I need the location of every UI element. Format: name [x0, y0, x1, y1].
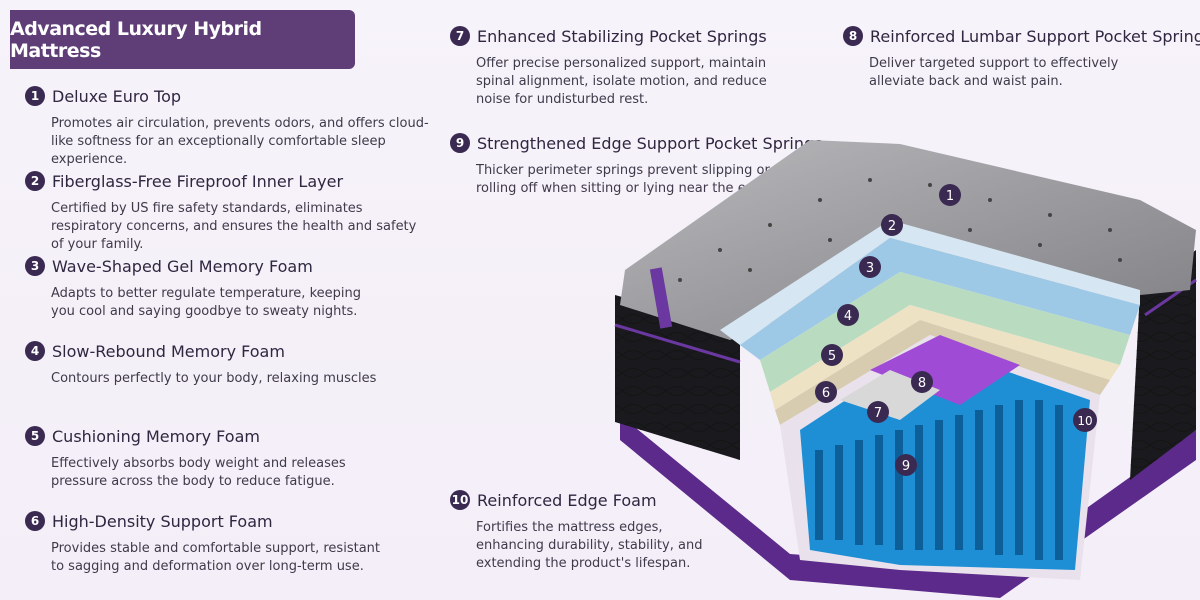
callout-8: 8: [911, 371, 933, 393]
layer-gel-foam: [740, 238, 1140, 360]
number-badge: 9: [450, 133, 470, 153]
callout-1: 1: [939, 184, 961, 206]
feature-1: 1 Deluxe Euro Top Promotes air circulatio…: [25, 86, 445, 169]
feature-6: 6 High-Density Support Foam Provides stab…: [25, 511, 445, 576]
feature-3: 3 Wave-Shaped Gel Memory Foam Adapts to b…: [25, 256, 445, 321]
svg-text:1: 1: [946, 189, 954, 204]
feature-2: 2 Fiberglass-Free Fireproof Inner Layer C…: [25, 171, 445, 254]
feature-description: Provides stable and comfortable support,…: [51, 541, 380, 574]
feature-title: Deluxe Euro Top: [52, 86, 182, 106]
pocket-springs: [800, 335, 1090, 570]
svg-text:6: 6: [822, 386, 830, 401]
feature-title: Wave-Shaped Gel Memory Foam: [52, 256, 313, 276]
feature-8: 8 Reinforced Lumbar Support Pocket Spring…: [843, 26, 1200, 91]
feature-5: 5 Cushioning Memory Foam Effectively abso…: [25, 426, 445, 491]
number-badge: 7: [450, 26, 470, 46]
feature-title: Fiberglass-Free Fireproof Inner Layer: [52, 171, 344, 191]
feature-description: Fortifies the mattress edges, enhancing …: [476, 520, 703, 571]
callout-9: 9: [895, 454, 917, 476]
feature-title: Enhanced Stabilizing Pocket Springs: [477, 26, 767, 46]
number-badge: 8: [843, 26, 863, 46]
layer-fireproof: [720, 220, 1140, 345]
number-badge: 6: [25, 511, 45, 531]
feature-title: Slow-Rebound Memory Foam: [52, 341, 285, 361]
feature-7: 7 Enhanced Stabilizing Pocket Springs Off…: [450, 26, 810, 109]
feature-description: Thicker perimeter springs prevent slippi…: [476, 163, 775, 196]
number-badge: 10: [450, 490, 470, 510]
feature-4: 4 Slow-Rebound Memory Foam Contours perfe…: [25, 341, 445, 388]
svg-text:7: 7: [874, 406, 882, 421]
feature-9: 9 Strengthened Edge Support Pocket Spring…: [450, 133, 823, 198]
svg-text:4: 4: [844, 309, 852, 324]
svg-text:2: 2: [888, 219, 896, 234]
feature-title: Reinforced Lumbar Support Pocket Springs: [870, 26, 1200, 46]
feature-description: Offer precise personalized support, main…: [476, 56, 767, 107]
callout-3: 3: [859, 256, 881, 278]
callout-2: 2: [881, 214, 903, 236]
callout-6: 6: [815, 381, 837, 403]
title-banner: Advanced Luxury Hybrid Mattress: [10, 10, 355, 69]
feature-title: High-Density Support Foam: [52, 511, 273, 531]
feature-10: 10 Reinforced Edge Foam Fortifies the mat…: [450, 490, 750, 573]
number-badge: 1: [25, 86, 45, 106]
svg-text:10: 10: [1077, 414, 1092, 428]
number-badge: 2: [25, 171, 45, 191]
brand-label: [649, 267, 673, 329]
feature-description: Promotes air circulation, prevents odors…: [51, 116, 429, 167]
callout-7: 7: [867, 401, 889, 423]
svg-text:9: 9: [902, 459, 910, 474]
layer-slow-rebound: [760, 272, 1130, 392]
page-title: Advanced Luxury Hybrid Mattress: [10, 17, 262, 62]
callout-5: 5: [821, 344, 843, 366]
feature-description: Contours perfectly to your body, relaxin…: [51, 371, 377, 386]
feature-description: Deliver targeted support to effectively …: [869, 56, 1119, 89]
feature-title: Reinforced Edge Foam: [477, 490, 657, 510]
number-badge: 3: [25, 256, 45, 276]
feature-description: Effectively absorbs body weight and rele…: [51, 456, 346, 489]
callout-10: 10: [1073, 408, 1097, 432]
svg-text:3: 3: [866, 261, 874, 276]
callout-4: 4: [837, 304, 859, 326]
feature-title: Cushioning Memory Foam: [52, 426, 260, 446]
svg-text:5: 5: [828, 349, 836, 364]
svg-text:8: 8: [918, 376, 926, 391]
feature-description: Certified by US fire safety standards, e…: [51, 201, 417, 252]
mattress-cutaway-illustration: 1 2 3 4 5 6 7 8 9 10: [614, 140, 1197, 598]
number-badge: 5: [25, 426, 45, 446]
feature-title: Strengthened Edge Support Pocket Springs: [477, 133, 823, 153]
number-badge: 4: [25, 341, 45, 361]
layer-support-foam: [775, 320, 1110, 425]
feature-description: Adapts to better regulate temperature, k…: [51, 286, 361, 319]
